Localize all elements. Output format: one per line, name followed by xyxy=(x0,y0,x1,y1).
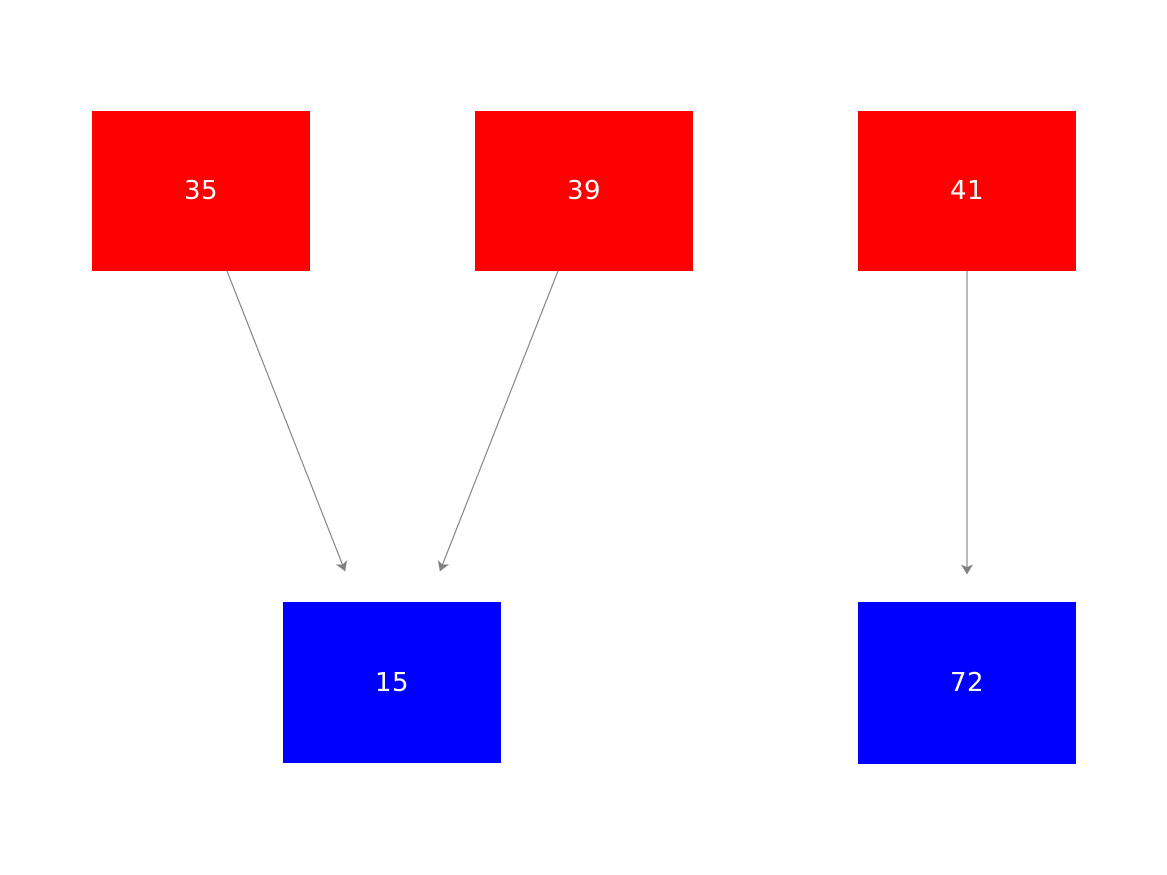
node-35[interactable]: 35 xyxy=(92,111,310,271)
node-label: 39 xyxy=(566,176,602,206)
node-39[interactable]: 39 xyxy=(475,111,693,271)
node-label: 72 xyxy=(949,668,985,698)
node-15[interactable]: 15 xyxy=(283,602,501,763)
edge-35-to-15 xyxy=(226,270,348,572)
node-label: 15 xyxy=(374,667,410,698)
node-label: 35 xyxy=(183,176,219,206)
edge-39-to-15 xyxy=(437,270,559,572)
node-41[interactable]: 41 xyxy=(858,111,1076,271)
node-label: 41 xyxy=(949,176,985,206)
node-72[interactable]: 72 xyxy=(858,602,1076,764)
edge-line xyxy=(226,270,348,572)
edge-line xyxy=(437,270,559,572)
